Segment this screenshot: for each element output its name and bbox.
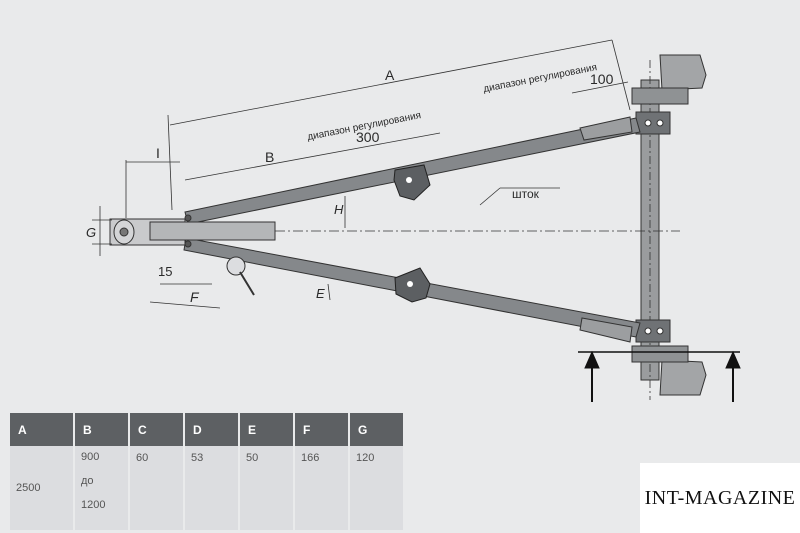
spec-header-row: A B C D E F G [10,413,403,446]
value-e: 50 [240,446,293,530]
value-d: 53 [185,446,238,530]
value-g: 120 [350,446,403,530]
value-a: 2500 [10,446,73,530]
coupler [109,214,680,296]
header-g: G [350,413,403,446]
upper-arm [184,116,641,225]
header-c: C [130,413,183,446]
watermark-logo: INT-MAGAZINE [640,463,800,533]
range-label-upper: диапазон регулирования [482,62,598,95]
dim-label-f: F [190,289,200,305]
rod-label: шток [512,187,540,201]
dim-label-a: A [385,67,395,83]
dim-label-i: I [156,145,160,161]
header-a: A [10,413,73,446]
value-f: 166 [295,446,348,530]
value-b-min: 900 [81,451,100,463]
value-c: 60 [130,446,183,530]
support-arrows [578,350,741,402]
lower-arm [183,237,641,343]
header-b: B [75,413,128,446]
dim-label-300: 300 [356,129,380,145]
tow-bar-drawing: A B I G H E F 15 300 100 диапазон регули… [86,39,741,402]
spec-table: A B C D E F G 2500 900 до 1200 60 53 50 … [8,413,405,530]
dim-label-e: E [316,286,325,301]
spec-value-row: 2500 900 до 1200 60 53 50 166 120 [10,446,403,530]
value-b-max: 1200 [81,499,106,511]
dim-label-15: 15 [158,264,172,279]
dim-label-h: H [334,202,344,217]
axle [631,54,707,400]
dimension-lines [92,39,631,309]
header-f: F [295,413,348,446]
dim-label-b: B [265,149,274,165]
dim-label-100: 100 [590,71,614,87]
value-b-to: до [81,475,94,487]
dim-label-g: G [86,225,96,240]
header-e: E [240,413,293,446]
header-d: D [185,413,238,446]
value-b: 900 до 1200 [75,446,128,530]
